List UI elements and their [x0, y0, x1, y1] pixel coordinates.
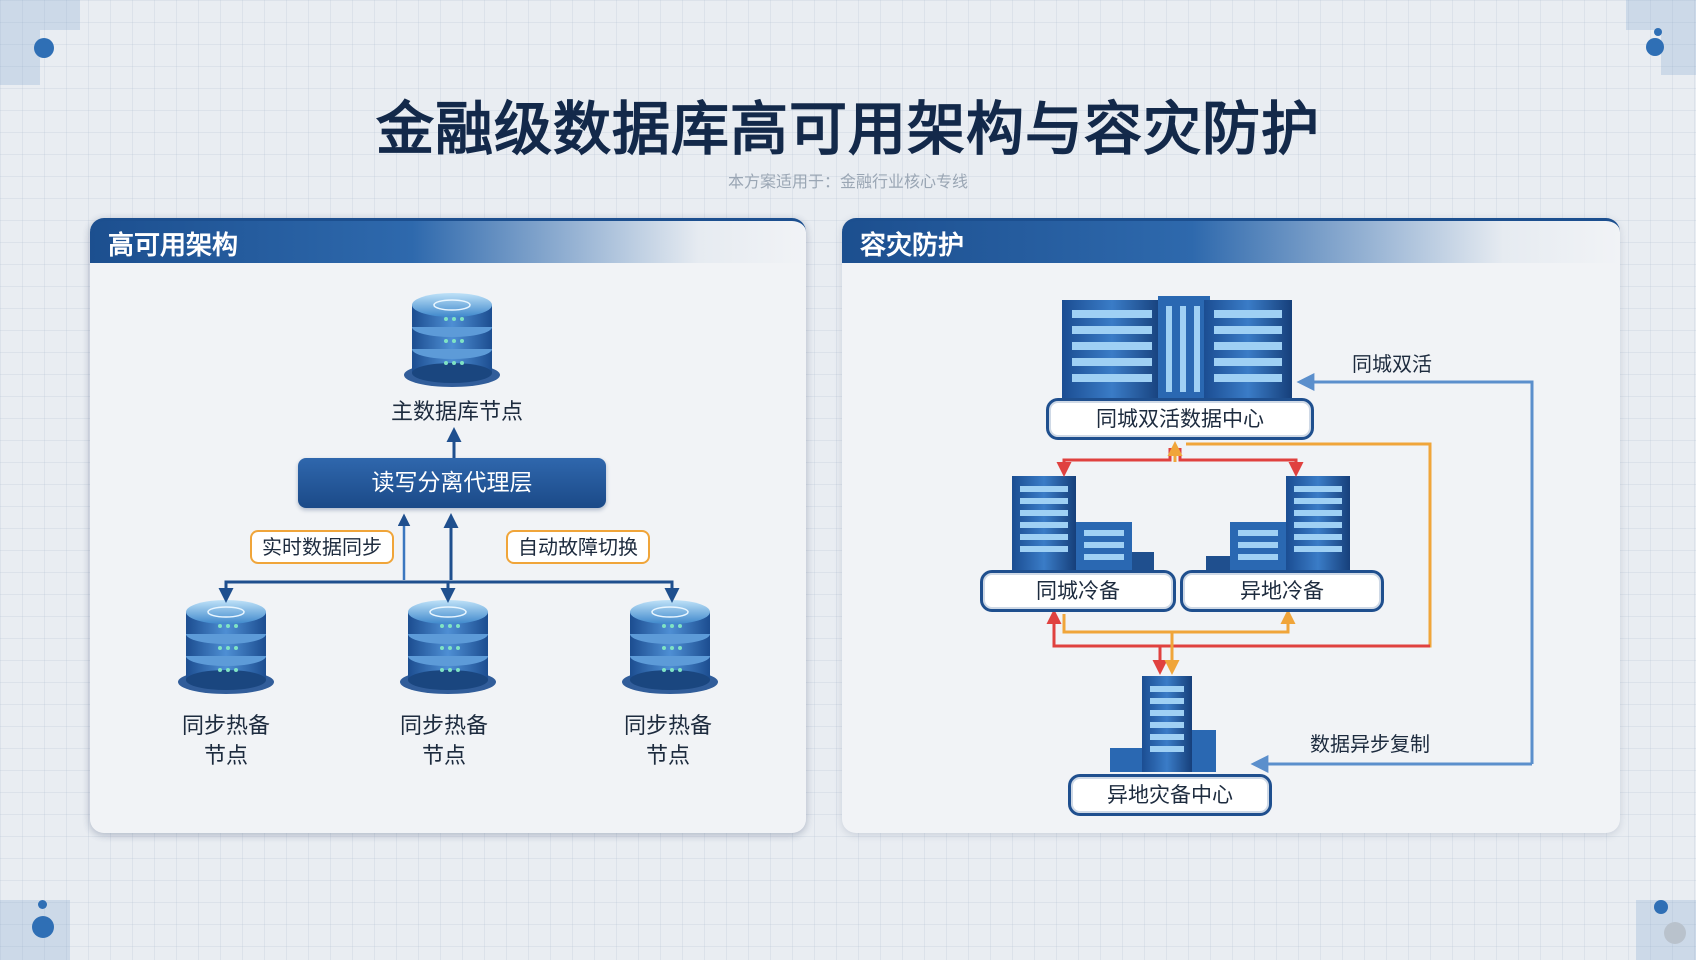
local-cold-backup-box: 同城冷备 — [980, 570, 1176, 612]
remote-dr-center-icon — [1110, 676, 1216, 772]
corner-decoration-bottom-left — [0, 870, 90, 960]
auto-failover-tag: 自动故障切换 — [506, 530, 650, 564]
page-title: 金融级数据库高可用架构与容灾防护 — [375, 95, 1320, 163]
corner-decoration-top-right — [1606, 0, 1696, 90]
panel-header: 高可用架构 — [90, 218, 806, 263]
remote-cold-backup-icon — [1206, 476, 1350, 570]
dual-active-label: 同城双活 — [1352, 352, 1432, 376]
standby-node-label-1: 同步热备 节点 — [181, 714, 270, 769]
active-datacenter-box: 同城双活数据中心 — [1046, 398, 1314, 440]
standby-node-label-2: 同步热备 节点 — [399, 714, 488, 769]
corner-decoration-bottom-right — [1606, 870, 1696, 960]
async-replication-label: 数据异步复制 — [1310, 732, 1430, 756]
panel-title: 高可用架构 — [108, 231, 239, 261]
primary-database-icon — [403, 292, 501, 388]
standby-database-icon-3 — [621, 599, 719, 695]
realtime-sync-tag: 实时数据同步 — [250, 530, 394, 564]
local-cold-backup-icon — [1012, 476, 1154, 570]
primary-node-label: 主数据库节点 — [390, 400, 523, 425]
corner-decoration-top-left — [0, 0, 90, 90]
remote-cold-backup-box: 异地冷备 — [1180, 570, 1384, 612]
read-write-proxy-layer: 读写分离代理层 — [298, 458, 606, 508]
standby-node-label-3: 同步热备 节点 — [623, 714, 712, 769]
standby-database-icon-2 — [399, 599, 497, 695]
dual-active-link — [1296, 373, 1534, 764]
page-subtitle: 本方案适用于：金融行业核心专线 — [727, 172, 968, 191]
cold-to-dr-orange-link — [1062, 614, 1290, 634]
active-to-local-cold-link — [1056, 448, 1172, 477]
remote-dr-center-box: 异地灾备中心 — [1068, 774, 1272, 816]
standby-database-icon-1 — [177, 599, 275, 695]
active-to-remote-cold-link — [1178, 448, 1304, 477]
active-datacenter-icon — [1062, 296, 1292, 398]
